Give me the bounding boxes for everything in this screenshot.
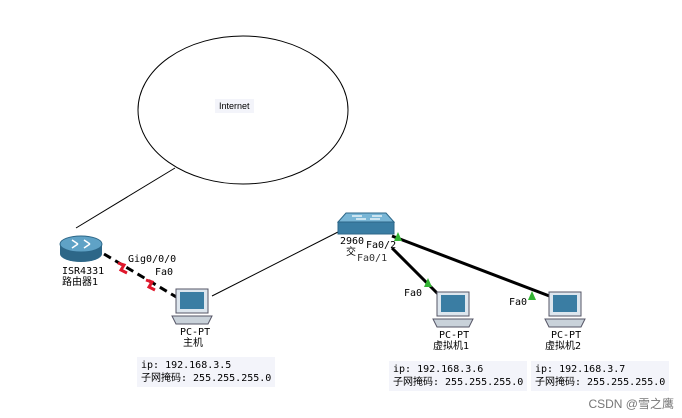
host-ip-note: ip: 192.168.3.5 子网掩码: 255.255.255.0 bbox=[137, 357, 276, 387]
vm2-port-label: Fa0 bbox=[509, 297, 528, 308]
switch-name-label: 交 bbox=[346, 247, 356, 258]
switch-port-fa02-label: Fa0/2 bbox=[366, 240, 397, 251]
vm1-pc-icon[interactable] bbox=[432, 291, 474, 328]
csdn-watermark: CSDN @雪之鹰 bbox=[588, 397, 674, 411]
switch-port-fa01-label: Fa0/1 bbox=[357, 253, 388, 264]
host-ip-text: ip: 192.168.3.5 bbox=[141, 360, 232, 371]
link-up-marker-vm1 bbox=[424, 278, 432, 287]
router-icon[interactable] bbox=[59, 235, 103, 262]
link-switch-vm2 bbox=[391, 234, 553, 299]
link-down-marker-router bbox=[117, 261, 128, 275]
link-cloud-router bbox=[75, 167, 176, 229]
link-up-marker-vm2 bbox=[528, 291, 536, 300]
router-model-label: ISR4331 bbox=[62, 266, 105, 277]
vm2-mask-text: 子网掩码: 255.255.255.0 bbox=[535, 377, 666, 388]
vm2-pc-icon[interactable] bbox=[544, 291, 586, 328]
link-host-switch bbox=[211, 231, 339, 297]
link-down-marker-host bbox=[145, 278, 156, 292]
vm1-mask-text: 子网掩码: 255.255.255.0 bbox=[393, 377, 524, 388]
switch-model-label: 2960 bbox=[340, 236, 365, 247]
vm2-name-label: 虚拟机2 bbox=[545, 341, 582, 352]
host-mask-text: 子网掩码: 255.255.255.0 bbox=[141, 373, 272, 384]
vm1-ip-note: ip: 192.168.3.6 子网掩码: 255.255.255.0 bbox=[389, 361, 528, 391]
pc-host-icon[interactable] bbox=[171, 288, 213, 325]
vm2-ip-text: ip: 192.168.3.7 bbox=[535, 364, 626, 375]
vm1-port-label: Fa0 bbox=[404, 288, 423, 299]
link-router-host bbox=[103, 252, 179, 300]
vm1-name-label: 虚拟机1 bbox=[433, 341, 470, 352]
vm1-ip-text: ip: 192.168.3.6 bbox=[393, 364, 484, 375]
vm1-type-label: PC-PT bbox=[439, 330, 470, 341]
link-up-marker-switch-fa02 bbox=[394, 232, 402, 241]
vm2-ip-note: ip: 192.168.3.7 子网掩码: 255.255.255.0 bbox=[531, 361, 670, 391]
switch-icon[interactable] bbox=[336, 212, 396, 235]
internet-label: Internet bbox=[215, 99, 254, 113]
host-name-label: 主机 bbox=[183, 338, 203, 349]
vm2-type-label: PC-PT bbox=[551, 330, 582, 341]
router-port-label: Gig0/0/0 bbox=[128, 254, 177, 265]
host-port-label: Fa0 bbox=[155, 267, 174, 278]
router-name-label: 路由器1 bbox=[62, 277, 99, 288]
host-type-label: PC-PT bbox=[180, 327, 211, 338]
